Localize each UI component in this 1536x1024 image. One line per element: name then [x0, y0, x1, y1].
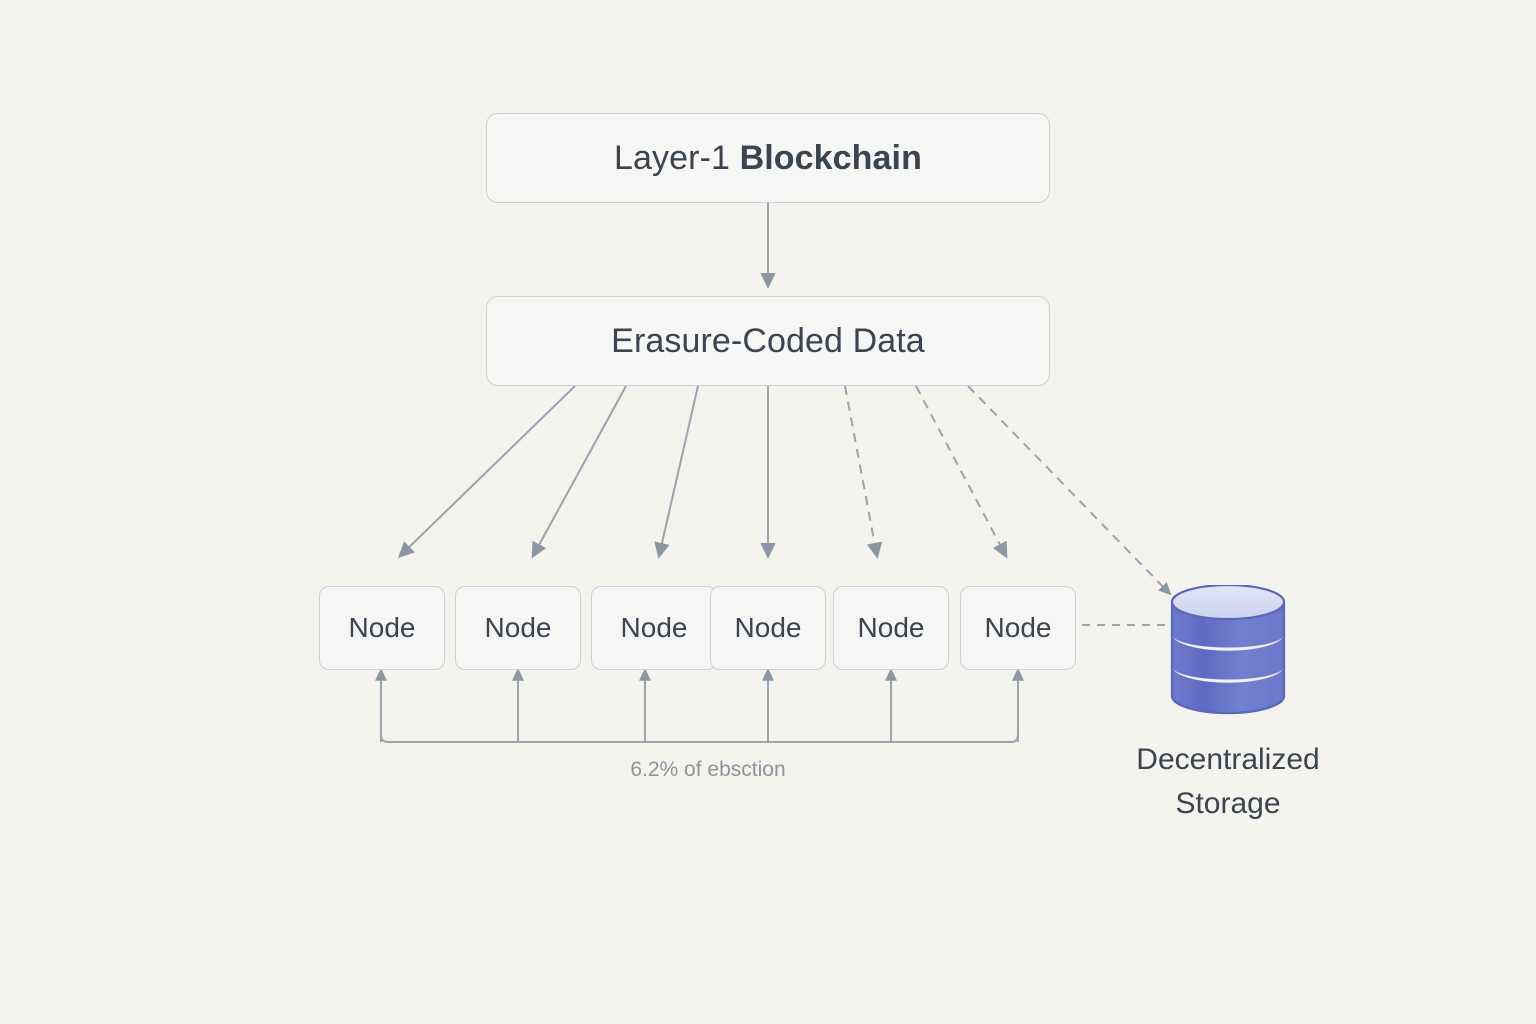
node-box-2[interactable]: Node	[455, 586, 581, 670]
node-label-5: Node	[857, 612, 925, 643]
node-box-5[interactable]: Node	[833, 586, 949, 670]
layer1-blockchain-label-plain: Layer-1	[614, 138, 740, 177]
connector-erasure-to-storage	[967, 385, 1172, 596]
node-label-1: Node	[348, 612, 416, 643]
node-box-3[interactable]: Node	[591, 586, 717, 670]
decentralized-storage-label: Decentralized Storage	[1048, 738, 1408, 825]
connector-erasure-to-node-5	[844, 385, 883, 559]
layer1-blockchain-label: Layer-1 Blockchain	[614, 139, 922, 178]
connector-erasure-to-node-1	[397, 385, 576, 558]
node-label-2: Node	[484, 612, 552, 643]
layer1-blockchain-box[interactable]: Layer-1 Blockchain	[486, 113, 1050, 203]
erasure-coded-data-box[interactable]: Erasure-Coded Data	[486, 296, 1050, 386]
node-box-6[interactable]: Node	[960, 586, 1076, 670]
node-box-4[interactable]: Node	[710, 586, 826, 670]
erasure-caption: 6.2% of ebsction	[630, 758, 786, 781]
decentralized-storage-label-line1: Decentralized	[1136, 743, 1320, 776]
node-label-3: Node	[620, 612, 688, 643]
database-cylinder-icon	[1170, 583, 1286, 715]
node-box-1[interactable]: Node	[319, 586, 445, 670]
connector-erasure-to-node-3	[654, 385, 699, 559]
erasure-coded-data-label: Erasure-Coded Data	[611, 321, 925, 360]
decentralized-storage-group[interactable]	[1168, 583, 1288, 715]
decentralized-storage-label-line2: Storage	[1175, 786, 1281, 820]
node-label-4: Node	[734, 612, 802, 643]
node-label-6: Node	[984, 612, 1052, 643]
connector-erasure-to-node-6	[915, 385, 1008, 559]
layer1-blockchain-label-strong: Blockchain	[739, 138, 922, 177]
connector-erasure-to-node-2	[531, 385, 627, 559]
feedback-bus-line	[380, 678, 1019, 743]
